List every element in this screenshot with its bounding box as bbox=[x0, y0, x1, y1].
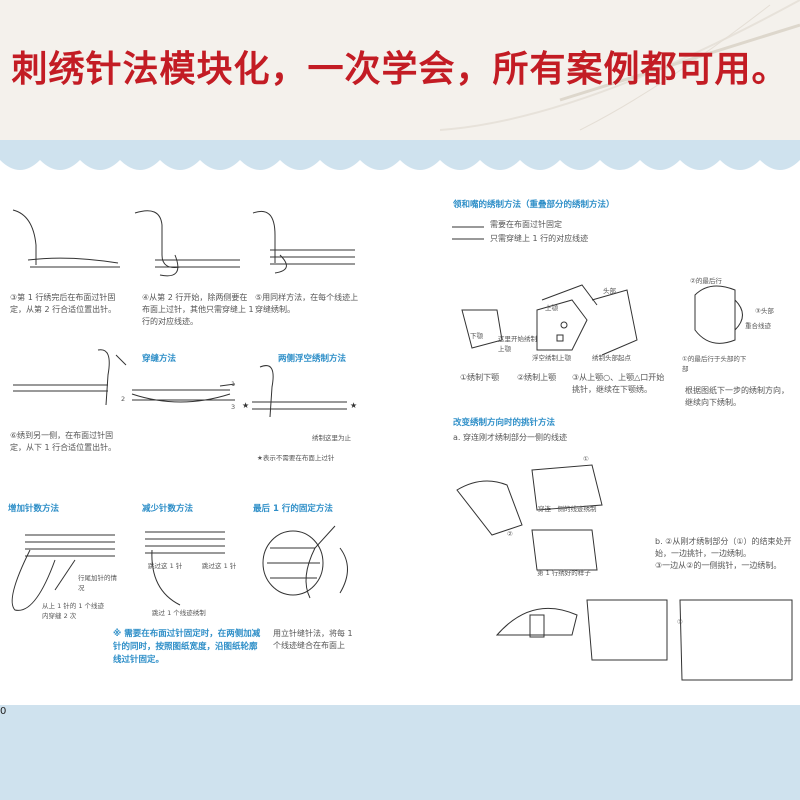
label-tiao1b: 跳过这 1 针 bbox=[202, 562, 237, 570]
num-1a: ① bbox=[583, 455, 589, 463]
stitch-figure-4 bbox=[134, 210, 240, 277]
head-diagram bbox=[694, 285, 743, 344]
heading-liangce: 两侧浮空绣制方法 bbox=[278, 354, 347, 364]
label-shange: 上颚 bbox=[545, 304, 558, 312]
heading-change: 改变绣制方向时的挑针方法 bbox=[453, 418, 556, 428]
label-2: 2 bbox=[121, 395, 126, 403]
svg-text:★: ★ bbox=[242, 401, 249, 410]
liangce-diagram: ★ ★ bbox=[242, 365, 357, 418]
bottom-band bbox=[0, 705, 800, 800]
caption-step4: ④从第 2 行开始，除两侧要在布面上过针，其他只需穿缝上 1 行的对应线迹。 bbox=[142, 293, 254, 326]
label-fukong: 浮空绣制上颚 bbox=[532, 354, 571, 362]
sub-b2: ③一边从②的一侧挑针，一边绣制。 bbox=[655, 561, 782, 570]
scallop-border bbox=[0, 160, 800, 182]
sub-stitch-diagram bbox=[145, 531, 225, 606]
label-3: 3 bbox=[231, 403, 236, 411]
heading-last: 最后 1 行的固定方法 bbox=[253, 504, 333, 514]
label-tiao-xian: 跳过 1 个线迹绣制 bbox=[152, 609, 206, 617]
num-3a: ③ bbox=[677, 618, 683, 626]
legend-lines bbox=[452, 226, 484, 240]
sub-a: a. 穿连刚才绣制部分一侧的线迹 bbox=[453, 433, 567, 442]
stitch-figure-6 bbox=[13, 349, 127, 406]
stitch-figure-5 bbox=[252, 210, 355, 274]
caption-c1: ①绣制下颚 bbox=[460, 373, 500, 382]
heading-overlap: 领和嘴的绣制方法（重叠部分的绣制方法） bbox=[453, 200, 615, 210]
caption-last: 用立针缝针法，将每 1 个线迹缝合在布面上 bbox=[273, 629, 353, 650]
label-shang1: 从上 1 针的 1 个线迹内穿缝 2 次 bbox=[42, 602, 105, 620]
label-zuihou: ①的最后行于头部的下部 bbox=[682, 355, 747, 373]
label-tiao1a: 跳过这 1 针 bbox=[148, 562, 183, 570]
note-text: ※ 需要在布面过针固定时，在两侧加减针的同时，按照图纸宽度，沿图纸轮廓线过针固定… bbox=[113, 629, 261, 665]
label-diyi: 第 1 行绣好的样子 bbox=[537, 569, 591, 577]
caption-c4: 根据图纸下一步的绣制方向，继续向下绣制。 bbox=[685, 386, 789, 407]
label-xiae: 下颚 bbox=[470, 332, 483, 340]
caption-c2: ②绣制上颚 bbox=[517, 373, 557, 382]
label-toubu: 头部 bbox=[603, 287, 616, 295]
page-number: 0 bbox=[0, 706, 7, 717]
label-hangwei: 行尾加针的情况 bbox=[78, 574, 117, 592]
chuanfeng-diagram bbox=[131, 383, 236, 403]
needle-icon bbox=[440, 0, 800, 131]
sub-b: b. ②从刚才绣制部分（①）的结束处开始，一边挑针，一边绣制。 bbox=[655, 537, 792, 558]
caption-c3: ③从上颚○、上颚△口开始挑针，继续在下颚绣。 bbox=[572, 373, 665, 394]
stitch-figure-3 bbox=[12, 209, 120, 268]
legend-1: 需要在布面过针固定 bbox=[490, 220, 562, 229]
direction-change-diagram bbox=[456, 464, 793, 681]
label-star-note: ★表示不需要在布面上过针 bbox=[257, 454, 335, 462]
page-title: 刺绣针法模块化，一次学会，所有案例都可用。 bbox=[11, 48, 789, 90]
caption-step3: ③第 1 行绣完后在布面过针固定，从第 2 行合适位置出针。 bbox=[10, 293, 117, 314]
heading-chuanfeng: 穿缝方法 bbox=[142, 354, 177, 364]
caption-step5: ⑤用同样方法，在每个线迹上穿缝绣制。 bbox=[255, 293, 359, 314]
title-banner: 刺绣针法模块化，一次学会，所有案例都可用。 bbox=[0, 0, 800, 140]
add-stitch-diagram bbox=[11, 534, 115, 611]
svg-text:★: ★ bbox=[350, 401, 357, 410]
legend-2: 只需穿缝上 1 行的对应线迹 bbox=[490, 234, 589, 243]
num-2a: ② bbox=[507, 530, 513, 538]
label-xiuzhitou: 绣制头部起点 bbox=[592, 354, 631, 362]
label-1: 1 bbox=[231, 380, 236, 388]
heading-add: 增加针数方法 bbox=[8, 504, 60, 514]
caption-step6: ⑥绣到另一侧，在布面过针固定，从下 1 行合适位置出针。 bbox=[10, 431, 117, 452]
label-dierhang: ②的最后行 bbox=[690, 277, 722, 285]
last-row-diagram bbox=[262, 525, 348, 599]
jaw-diagram bbox=[461, 284, 638, 356]
label-zhelikai: 这里开始绣制上颚 bbox=[498, 335, 537, 353]
label-xiuzhi: 绣制这里为止 bbox=[312, 434, 351, 442]
heading-sub: 减少针数方法 bbox=[142, 504, 194, 514]
label-chuanlian: 穿连一侧的线迹绣制 bbox=[538, 505, 597, 513]
label-toubu2: ③头部 bbox=[755, 307, 774, 315]
label-chonghe: 重合线迹 bbox=[745, 322, 771, 330]
